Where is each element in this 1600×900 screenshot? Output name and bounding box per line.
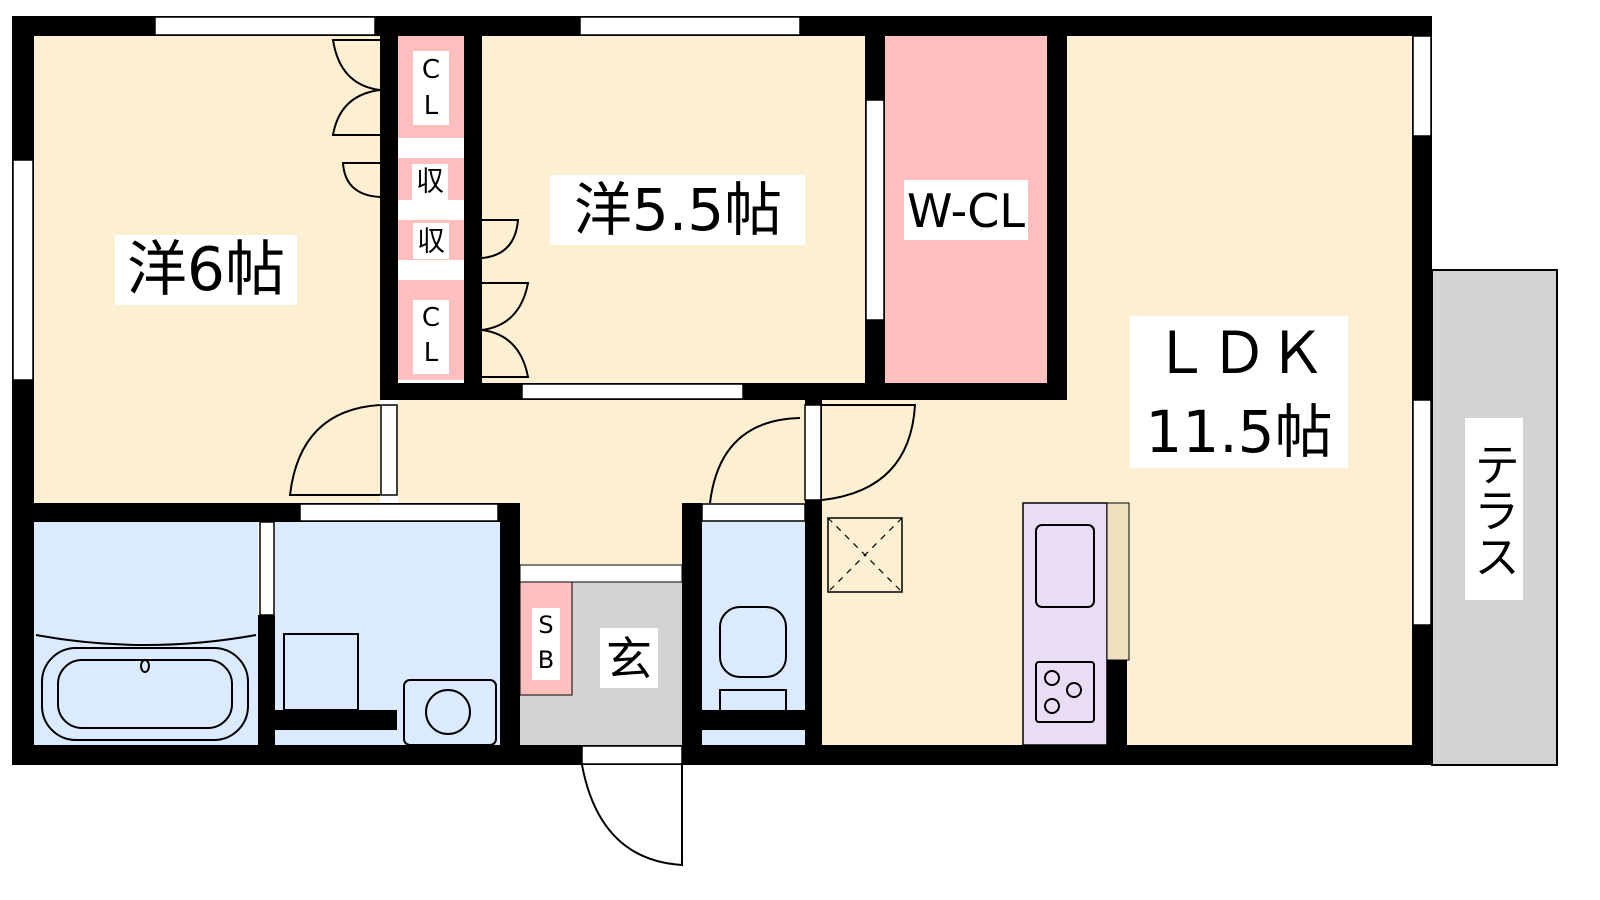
closet-2-label-l: L: [424, 338, 439, 368]
closet-1-label-c: C: [422, 55, 440, 85]
windows: [12, 16, 1432, 765]
kitchen-backsplash: [1106, 502, 1130, 661]
shoe-box-label-s: S: [538, 611, 553, 639]
sink-icon: [1035, 524, 1095, 608]
bathroom: [34, 522, 258, 745]
room-label-walk-in-closet: W-CL: [907, 184, 1025, 238]
door-swings: [288, 39, 917, 867]
room-label-terrace: テラス: [1467, 441, 1521, 579]
room-label-western-5-5: 洋5.5帖: [574, 176, 782, 244]
room-label-western-6: 洋6帖: [127, 235, 285, 305]
entrance-step: [519, 564, 683, 583]
refrigerator-space-icon: [827, 517, 903, 593]
room-label-ldk: ＬＤＫ: [1152, 319, 1326, 387]
room-label-entrance: 玄: [606, 632, 652, 686]
storage-2-label: 収: [417, 225, 445, 258]
shoe-box-label-b: B: [538, 646, 554, 674]
bathtub-icon: [35, 634, 257, 646]
closet-1-label-l: L: [424, 91, 439, 121]
closet-2-label-c: C: [422, 303, 440, 333]
toilet-icon: [719, 606, 787, 678]
storage-1-label: 収: [416, 165, 444, 198]
room-size-ldk: 11.5帖: [1145, 398, 1332, 466]
stove-icon: [1035, 661, 1095, 723]
